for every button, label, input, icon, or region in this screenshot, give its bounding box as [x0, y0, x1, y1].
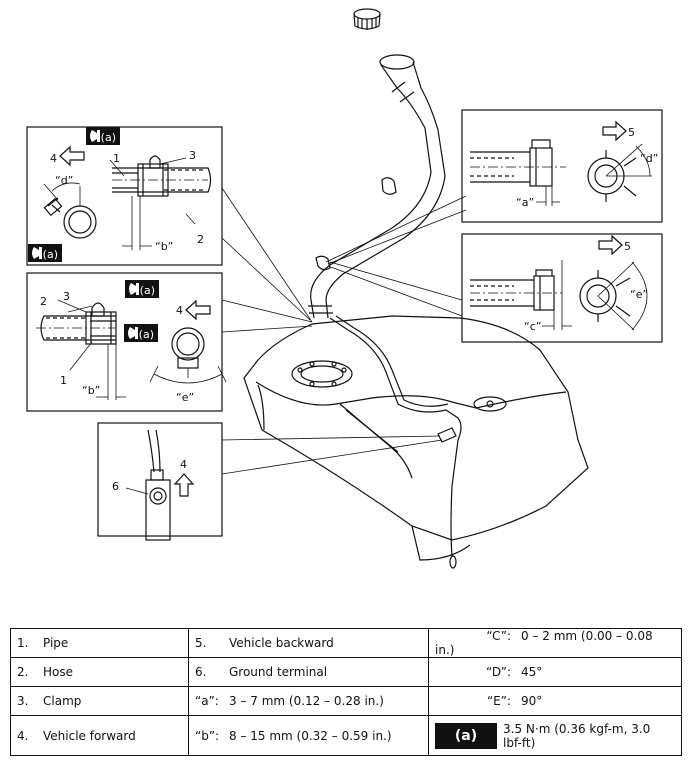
inset-middle-left: [26, 272, 227, 412]
callout-2a: 2: [197, 233, 204, 246]
legend-value: 45°: [521, 665, 543, 679]
legend-row: 1. Pipe 5. Vehicle backward “C”:0 – 2 mm (…: [10, 628, 682, 658]
inset-top-left: [26, 126, 223, 266]
inset-bottom-left: [97, 422, 223, 541]
callout-a: “a”: [516, 196, 534, 209]
legend-label: Ground terminal: [229, 665, 328, 679]
legend-num: 2.: [17, 665, 29, 679]
legend-label: Hose: [43, 665, 73, 679]
callout-b-mid: “b”: [82, 384, 100, 397]
inset-middle-right: [461, 233, 663, 343]
legend-key: “D”:: [485, 665, 511, 679]
legend-label: Vehicle forward: [43, 728, 136, 743]
torque-badges: (a) (a) (a) (a): [28, 127, 159, 342]
torque-badge-label: (a): [454, 727, 478, 744]
callout-d-left: “d”: [55, 174, 73, 187]
callout-e-right: “e”: [630, 288, 648, 301]
callout-b-top: “b”: [155, 240, 173, 253]
callout-1b: 1: [60, 374, 67, 387]
legend-label: Vehicle backward: [229, 636, 334, 650]
torque-value: 3.5 N·m (0.36 kgf-m, 3.0 lbf-ft): [503, 721, 651, 750]
legend-label: Clamp: [43, 694, 82, 708]
torque-mark-3: (a): [140, 284, 155, 297]
legend-value: 0 – 2 mm (0.00 – 0.08 in.): [435, 629, 653, 657]
legend-num: “b”:: [195, 728, 220, 743]
wrench-icon: (a): [435, 722, 497, 749]
callout-3a: 3: [189, 149, 196, 162]
torque-mark-1: (a): [101, 131, 116, 144]
filler-neck: [310, 54, 446, 319]
fuel-tank-diagram: (a) (a) (a) (a) 1 3 2 4 “d” “b” 2 3 1 4 …: [26, 8, 663, 569]
callout-5a: 5: [628, 126, 635, 139]
callout-4c: 4: [180, 458, 187, 471]
callout-d-right: “d”: [640, 152, 658, 165]
legend-row: 3. Clamp “a”: 3 – 7 mm (0.12 – 0.28 in.) “…: [10, 686, 682, 716]
callout-2b: 2: [40, 295, 47, 308]
legend-num: 6.: [195, 665, 207, 679]
callout-e-left: “e”: [176, 391, 194, 404]
callout-3b: 3: [63, 290, 70, 303]
legend-row: 2. Hose 6. Ground terminal “D”: 45°: [10, 657, 682, 687]
legend-num: 4.: [17, 728, 29, 743]
legend-value: 90°: [521, 694, 543, 708]
legend-label: Pipe: [43, 636, 69, 650]
legend-num: 1.: [17, 636, 29, 650]
legend-table: 1. Pipe 5. Vehicle backward “C”:0 – 2 mm (…: [10, 628, 682, 756]
legend-key: “E”:: [486, 694, 511, 708]
legend-label: 3 – 7 mm (0.12 – 0.28 in.): [229, 694, 384, 708]
callout-1a: 1: [113, 152, 120, 165]
legend-num: 3.: [17, 694, 29, 708]
legend-label: 8 – 15 mm (0.32 – 0.59 in.): [229, 728, 392, 743]
legend-num: 5.: [195, 636, 207, 650]
callout-4a: 4: [50, 152, 57, 165]
callout-6: 6: [112, 480, 119, 493]
torque-mark-4: (a): [139, 328, 154, 341]
legend-row: 4. Vehicle forward “b”: 8 – 15 mm (0.32 – …: [10, 715, 682, 756]
callout-labels: 1 3 2 4 “d” “b” 2 3 1 4 “b” “e” 5 “d” “a…: [40, 126, 658, 493]
fuel-tank: [243, 305, 589, 569]
torque-cell: (a) 3.5 N·m (0.36 kgf-m, 3.0 lbf-ft): [428, 715, 682, 756]
legend-num: “a”:: [195, 694, 219, 708]
torque-mark-2: (a): [43, 248, 58, 261]
callout-c: “c”: [524, 320, 541, 333]
inset-top-right: [461, 109, 663, 223]
callout-4b: 4: [176, 304, 183, 317]
leader-lines: [221, 187, 467, 475]
fuel-cap: [353, 8, 381, 30]
legend-key: “C”:: [486, 629, 511, 643]
callout-5b: 5: [624, 240, 631, 253]
